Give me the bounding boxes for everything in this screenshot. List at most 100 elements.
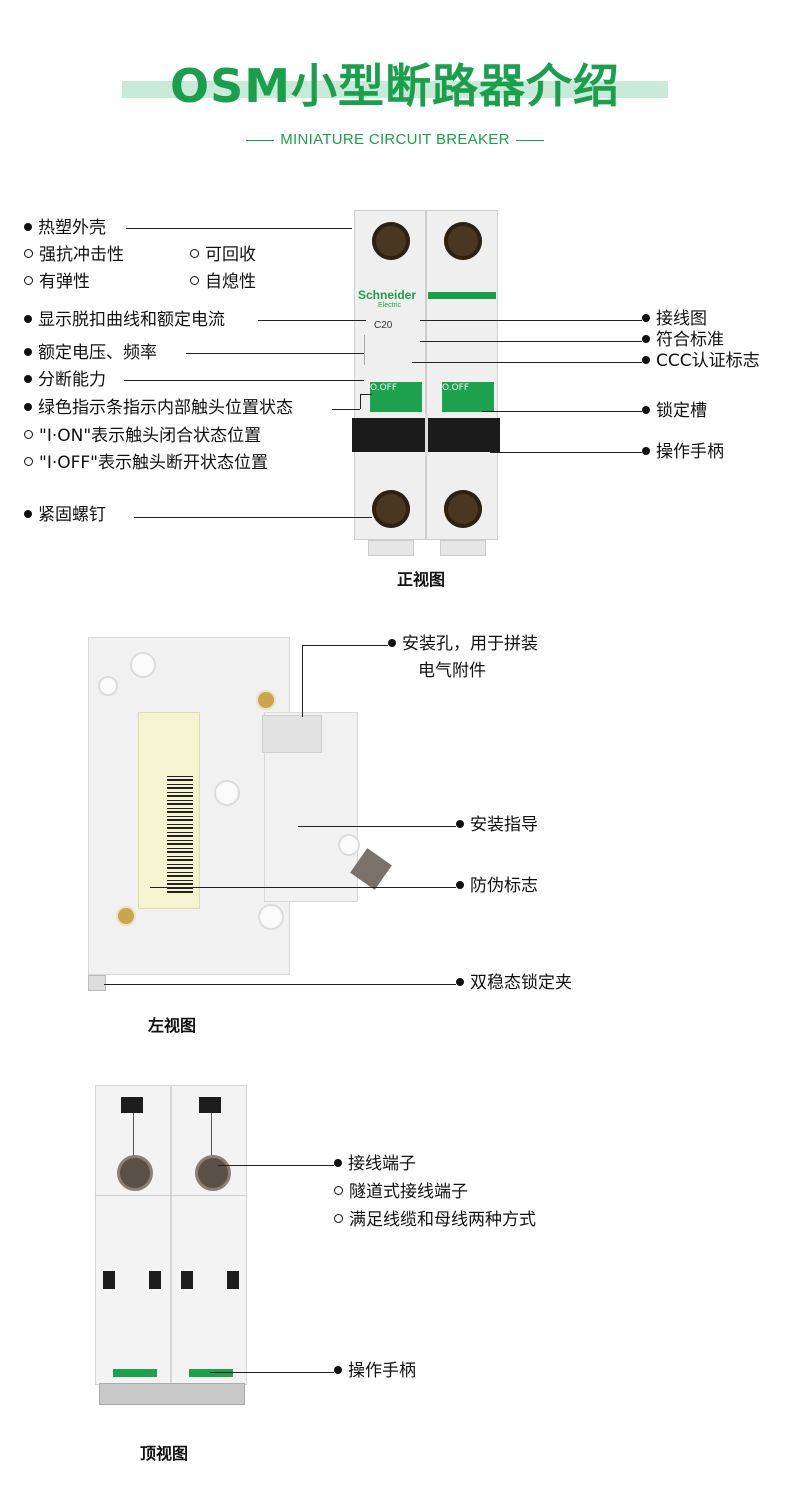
top-rect-1 <box>103 1271 115 1289</box>
front-terminal-hole-top-left <box>372 222 410 260</box>
bullet-ring <box>334 1186 343 1195</box>
leader-ccc <box>412 362 642 363</box>
label-on-state: "I·ON"表示触头闭合状态位置 <box>24 426 261 446</box>
green-brand-stripe <box>428 292 496 299</box>
top-slot-right <box>199 1097 221 1113</box>
din-clip-right <box>440 540 486 556</box>
label-self-extinguish: 自熄性 <box>190 272 256 292</box>
label-elastic: 有弹性 <box>24 272 90 292</box>
leader-screw <box>134 517 372 518</box>
bullet-dot <box>642 356 650 364</box>
leader-clip <box>104 984 456 985</box>
label-breaking: 分断能力 <box>24 370 106 390</box>
leader-green-bar <box>332 409 360 410</box>
label-recyclable: 可回收 <box>190 245 256 265</box>
bullet-dot <box>642 447 650 455</box>
side-screw-bottom <box>116 906 136 926</box>
spec-print-area <box>364 335 415 365</box>
label-ccc: CCC认证标志 <box>642 351 760 371</box>
top-pole-right <box>171 1085 247 1385</box>
front-pole-right <box>426 210 498 540</box>
bistable-clip <box>88 975 106 991</box>
side-circle-left <box>98 676 118 696</box>
leader-shell <box>126 228 352 229</box>
caption-front-view: 正视图 <box>397 570 446 589</box>
side-circle-bottom <box>258 904 284 930</box>
label-lock-slot: 锁定槽 <box>642 401 707 421</box>
bullet-dot <box>642 335 650 343</box>
front-pole-left <box>354 210 426 540</box>
leader-handle <box>490 452 642 453</box>
bullet-dot <box>334 1366 342 1374</box>
green-indicator-right: O.OFF <box>442 382 494 412</box>
title-highlight-band <box>122 81 668 98</box>
caption-top-view: 顶视图 <box>140 1444 189 1463</box>
leader-anti-fake <box>150 887 456 888</box>
label-terminal: 接线端子 <box>334 1154 416 1174</box>
bullet-dot <box>456 978 464 986</box>
top-handle-green-right <box>189 1369 233 1377</box>
bullet-dot <box>642 314 650 322</box>
terminal-screw-left <box>117 1155 153 1191</box>
leader-guide <box>298 826 456 827</box>
label-screw: 紧固螺钉 <box>24 505 106 525</box>
front-terminal-hole-bottom-left <box>372 490 410 528</box>
side-circle-mid <box>214 780 240 806</box>
label-top-handle: 操作手柄 <box>334 1361 416 1381</box>
top-line-left <box>133 1113 134 1159</box>
handle-off-text: O.OFF <box>370 383 398 393</box>
top-rect-4 <box>227 1271 239 1289</box>
leader-green-bar-tip <box>360 394 372 395</box>
subtitle-text: MINIATURE CIRCUIT BREAKER <box>280 131 510 148</box>
leader-breaking <box>124 380 364 381</box>
label-voltage: 额定电压、频率 <box>24 343 157 363</box>
brand-logo: Schneider <box>358 288 417 302</box>
bullet-ring <box>334 1214 343 1223</box>
side-circle-right <box>338 834 360 856</box>
terminal-screw-right <box>195 1155 231 1191</box>
leader-standard <box>420 341 642 342</box>
anti-counterfeit-sticker <box>138 712 200 909</box>
bullet-ring <box>24 430 33 439</box>
top-seam <box>95 1195 247 1196</box>
front-terminal-hole-bottom-right <box>444 490 482 528</box>
top-view-breaker <box>95 1085 247 1405</box>
leader-top-handle <box>210 1372 334 1373</box>
label-off-state: "I·OFF"表示触头断开状态位置 <box>24 453 268 473</box>
label-green-bar: 绿色指示条指示内部触头位置状态 <box>24 398 293 418</box>
front-terminal-hole-top-right <box>444 222 482 260</box>
handle-off-text-right: O.OFF <box>442 383 470 393</box>
label-standard: 符合标准 <box>642 330 724 350</box>
mount-hole <box>262 715 322 753</box>
label-clip: 双稳态锁定夹 <box>456 973 572 993</box>
label-handle: 操作手柄 <box>642 442 724 462</box>
leader-terminal <box>218 1165 334 1166</box>
label-shell: 热塑外壳 <box>24 218 106 238</box>
bullet-dot <box>24 403 32 411</box>
page-title: OSM小型断路器介绍 <box>169 59 620 113</box>
bullet-dot <box>24 223 32 231</box>
green-indicator-left: O.OFF <box>370 382 422 412</box>
bullet-ring <box>190 276 199 285</box>
label-tunnel: 隧道式接线端子 <box>334 1182 468 1202</box>
label-wiring: 接线图 <box>642 309 707 329</box>
front-view-breaker: Schneider Electric C20 O.OFF O.OFF <box>352 210 500 556</box>
bullet-dot <box>24 510 32 518</box>
top-slot-left <box>121 1097 143 1113</box>
label-impact: 强抗冲击性 <box>24 245 124 265</box>
leader-mount-hole-drop <box>302 645 303 717</box>
bullet-dot <box>456 881 464 889</box>
top-rect-3 <box>181 1271 193 1289</box>
bullet-dot <box>24 375 32 383</box>
leader-wiring <box>420 320 642 321</box>
bullet-ring <box>190 249 199 258</box>
din-clip-left <box>368 540 414 556</box>
label-guide: 安装指导 <box>456 815 538 835</box>
top-handle-green-left <box>113 1369 157 1377</box>
handle-divider <box>425 414 428 456</box>
label-curve: 显示脱扣曲线和额定电流 <box>24 310 225 330</box>
side-screw-top <box>256 690 276 710</box>
bullet-dot <box>334 1159 342 1167</box>
bullet-ring <box>24 249 33 258</box>
bullet-dot <box>388 639 396 647</box>
